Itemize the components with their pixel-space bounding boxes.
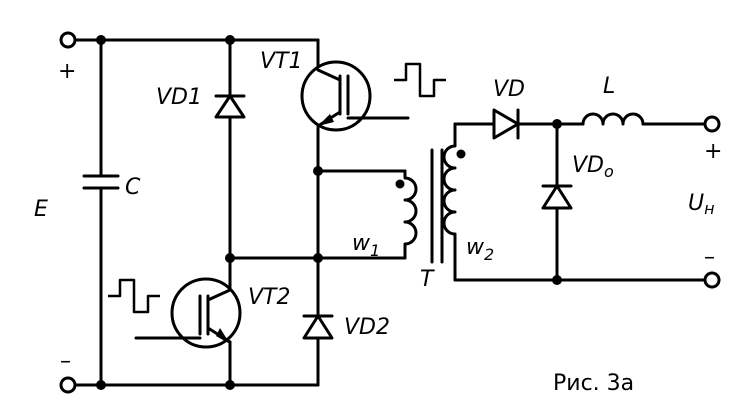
output-terminal-plus	[703, 115, 721, 133]
diode-vd1	[214, 94, 246, 119]
inductor-l	[581, 112, 645, 126]
input-rails	[74, 38, 320, 387]
figure-caption: Рис. 3а	[553, 371, 634, 396]
input-terminal-plus	[59, 31, 77, 49]
input-terminal-minus	[59, 376, 77, 394]
label-w1: w1	[352, 231, 380, 260]
diode-vdo	[541, 184, 573, 210]
primary-winding-w1	[228, 169, 418, 260]
label-t: T	[420, 267, 435, 292]
output-terminal-minus	[703, 271, 721, 289]
label-un: Uн	[688, 191, 715, 218]
label-vd1: VD1	[156, 85, 202, 110]
transistor-vt2	[134, 256, 242, 387]
label-e: E	[34, 197, 48, 222]
transformer-core	[430, 148, 444, 264]
w2-polarity-dot	[456, 149, 466, 159]
sign-minus-output: –	[704, 245, 715, 270]
label-vt1: VT1	[260, 49, 303, 74]
label-vd: VD	[493, 77, 525, 102]
transistor-vt1	[300, 60, 410, 132]
waveform-vt1-gate	[394, 62, 446, 98]
output-section	[453, 108, 707, 282]
junction-dots	[96, 35, 562, 390]
diode-vd2	[302, 314, 334, 340]
diode-vd	[492, 108, 520, 140]
label-c: C	[125, 175, 141, 200]
capacitor-c	[82, 38, 120, 387]
waveform-vt2-gate	[108, 278, 160, 314]
sign-minus-input: –	[60, 349, 71, 374]
label-vt2: VT2	[248, 285, 291, 310]
sign-plus-input: +	[58, 59, 76, 84]
secondary-winding-w2	[442, 122, 466, 282]
label-vdo: VDo	[572, 153, 614, 181]
label-l: L	[603, 74, 615, 99]
label-vd2: VD2	[344, 315, 390, 340]
sign-plus-output: +	[704, 139, 722, 164]
w1-polarity-dot	[395, 179, 405, 189]
vd1-branch	[214, 38, 246, 260]
label-w2: w2	[466, 235, 494, 264]
